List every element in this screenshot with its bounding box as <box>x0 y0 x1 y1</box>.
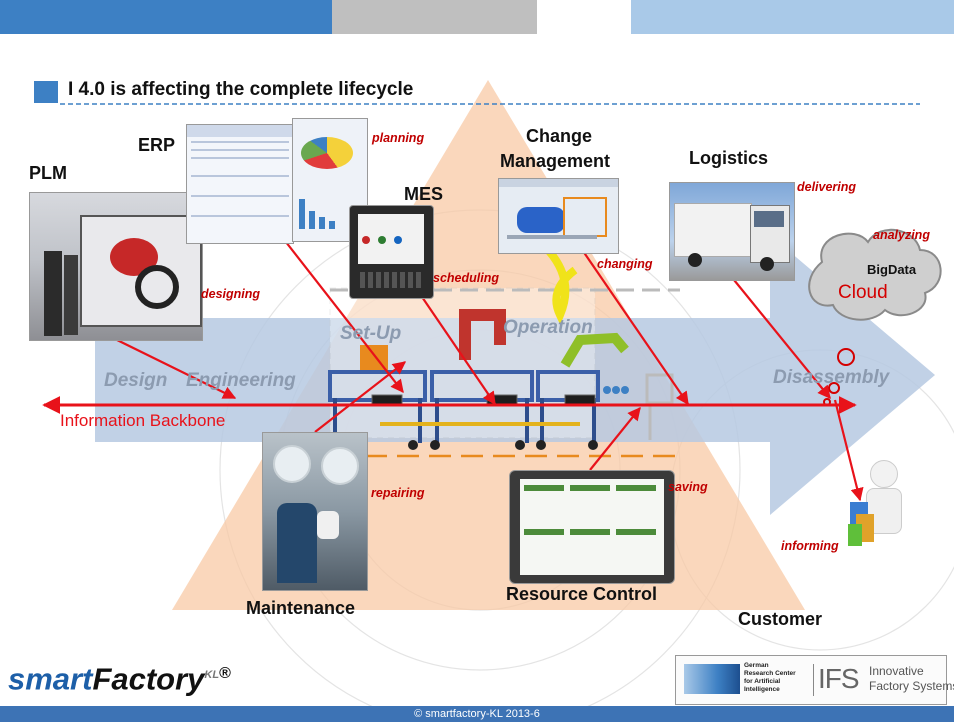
cloud-shape <box>808 228 942 321</box>
footer-copyright: © smartfactory-KL 2013-6 <box>414 708 540 720</box>
footer-bar: © smartfactory-KL 2013-6 <box>0 706 954 722</box>
label-plm: PLM <box>29 163 67 183</box>
top-strip-lightblue <box>631 0 954 34</box>
label-change: Change <box>526 126 593 146</box>
ifs-line1: Innovative <box>869 664 924 678</box>
dfki-line: Intelligence <box>744 686 780 693</box>
verb-changing: changing <box>597 257 653 271</box>
logo-smart: smart <box>8 661 93 697</box>
label-maintenance: Maintenance <box>246 598 356 618</box>
phase-operation: Operation <box>503 317 593 338</box>
logo-kl: KL <box>204 669 220 681</box>
label-management: Management <box>500 151 611 171</box>
maintenance-photo <box>262 432 368 591</box>
phase-design: Design <box>104 370 168 391</box>
top-strip-grey <box>332 0 537 34</box>
mes-terminal-photo <box>349 205 434 299</box>
plm-photo <box>29 192 203 341</box>
logo-registered: ® <box>219 665 231 682</box>
top-strip-blue <box>0 0 332 34</box>
smartfactory-logo: smartFactoryKL® <box>8 656 231 697</box>
phase-engineering: Engineering <box>186 370 296 391</box>
verb-designing: designing <box>201 287 261 301</box>
cloud-label: Cloud <box>838 282 888 303</box>
verb-delivering: delivering <box>797 180 857 194</box>
verb-planning: planning <box>372 131 425 145</box>
phase-setup: Set-Up <box>340 323 402 344</box>
title-square <box>34 81 58 103</box>
cloud-bigdata-label: BigData <box>867 262 917 277</box>
dfki-text: German Research Center for Artificial In… <box>744 662 796 694</box>
verb-saving: saving <box>668 480 708 494</box>
verb-scheduling: scheduling <box>433 271 499 285</box>
phase-disassembly: Disassembly <box>773 367 890 388</box>
dfki-line: for Artificial <box>744 678 781 685</box>
erp-screenshot <box>186 124 294 244</box>
logo-factory: Factory <box>92 661 205 697</box>
label-resource-control: Resource Control <box>506 584 658 604</box>
dfki-line: German <box>744 662 769 669</box>
logistics-truck-photo <box>669 182 795 281</box>
verb-analyzing: analyzing <box>873 228 930 242</box>
label-customer: Customer <box>738 609 823 629</box>
label-logistics: Logistics <box>689 148 769 168</box>
label-erp: ERP <box>138 135 176 155</box>
ifs-mark: IFS <box>818 663 860 694</box>
dfki-line: Research Center <box>744 670 796 677</box>
customer-figure <box>848 460 918 556</box>
top-strip-white <box>537 0 631 34</box>
verb-informing: informing <box>781 539 839 553</box>
ifs-line2: Factory Systems <box>869 679 954 693</box>
logo-divider <box>813 664 814 696</box>
backbone-label: Information Backbone <box>60 411 226 430</box>
verb-repairing: repairing <box>371 486 425 500</box>
change-management-screenshot <box>498 178 619 254</box>
page-title: I 4.0 is affecting the complete lifecycl… <box>68 79 414 100</box>
partner-logos: German Research Center for Artificial In… <box>675 655 954 705</box>
label-mes: MES <box>404 184 444 204</box>
dfki-logo-mark <box>684 664 740 694</box>
process-arrow <box>95 235 935 515</box>
resource-control-tablet-photo <box>509 470 675 584</box>
